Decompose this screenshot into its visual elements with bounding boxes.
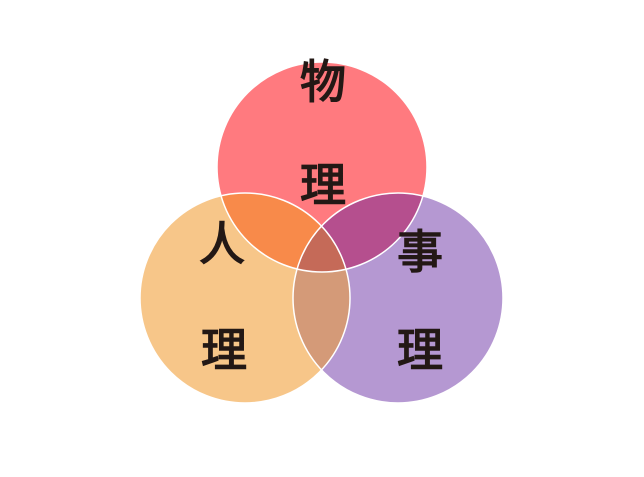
- overlap-wuli-renli: [217, 193, 350, 272]
- label-shili-bottom: 理: [397, 323, 443, 377]
- label-renli-top: 人: [199, 217, 245, 271]
- overlap-wuli-shili: [293, 193, 427, 272]
- outline-shili: [292, 192, 504, 404]
- label-renli-bottom: 理: [201, 323, 247, 377]
- label-shili-top: 事: [397, 225, 443, 279]
- outline-renli: [139, 192, 351, 404]
- label-wuli-bottom: 理: [300, 158, 346, 212]
- label-wuli-top: 物: [300, 55, 346, 109]
- outline-wuli: [216, 61, 428, 273]
